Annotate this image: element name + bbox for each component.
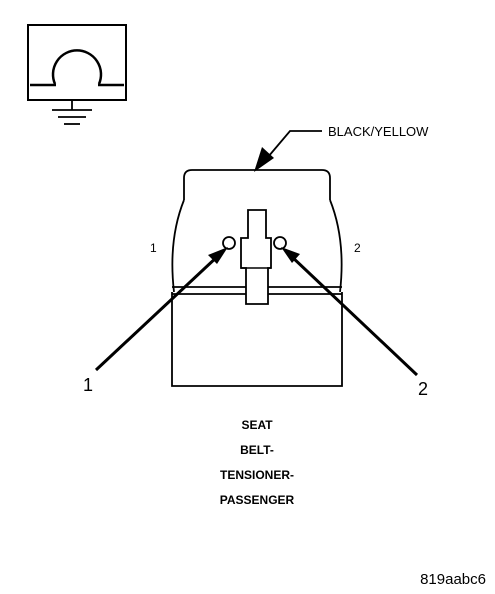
ground-symbol-icon <box>52 100 92 125</box>
callout-2-label: 2 <box>418 379 428 399</box>
cavity-1-label: 1 <box>150 241 157 255</box>
component-name: SEAT BELT- TENSIONER- PASSENGER <box>220 418 295 507</box>
component-name-line: TENSIONER- <box>220 468 294 482</box>
component-name-line: BELT- <box>240 443 274 457</box>
component-name-line: PASSENGER <box>220 493 295 507</box>
connector-body <box>171 169 343 387</box>
callout-1-label: 1 <box>83 375 93 395</box>
wire-color-leader <box>254 130 322 172</box>
cavity-2-label: 2 <box>354 241 361 255</box>
wire-color-label: BLACK/YELLOW <box>328 124 429 139</box>
cavity-2 <box>273 236 287 250</box>
cavity-1 <box>222 236 236 250</box>
figure-id: 819aabc6 <box>420 571 486 588</box>
component-name-line: SEAT <box>241 418 273 432</box>
callout-arrow-1 <box>94 247 228 372</box>
callout-arrow-2 <box>281 247 419 377</box>
ohm-symbol-icon <box>27 24 127 101</box>
